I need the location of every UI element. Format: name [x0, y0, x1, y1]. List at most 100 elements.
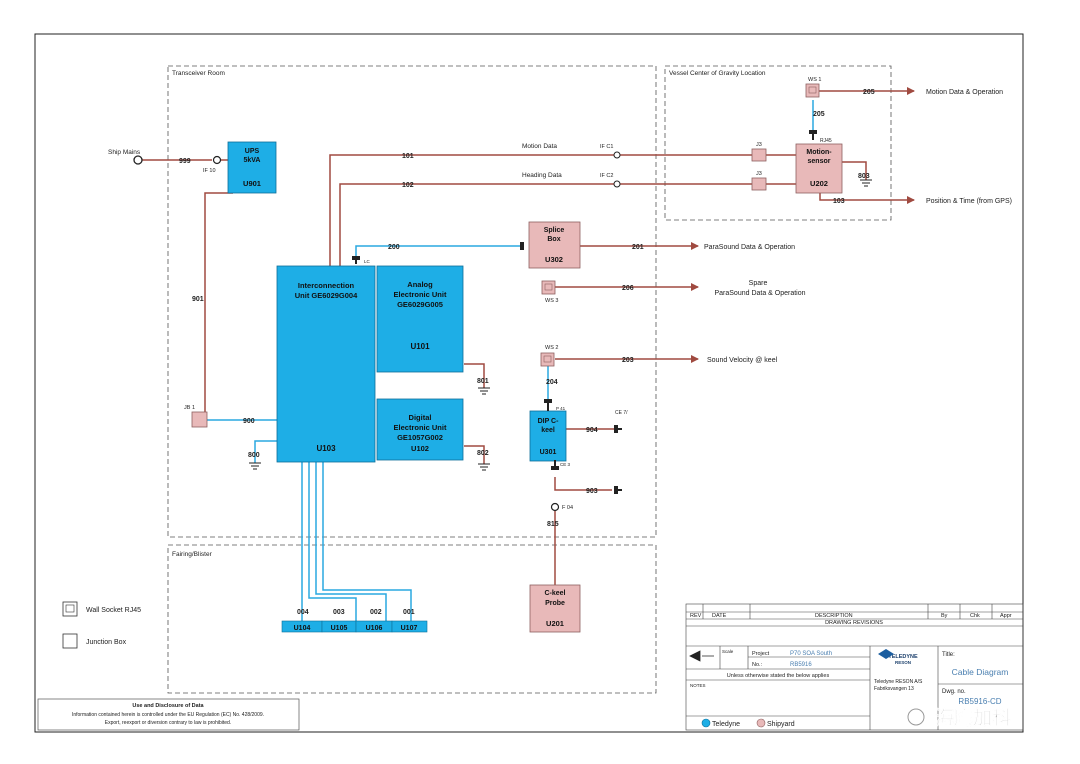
- signal-heading-data: Heading Data: [522, 172, 562, 179]
- ifc1-connector: [613, 151, 621, 159]
- svg-text:Analog: Analog: [407, 280, 433, 289]
- svg-text:815: 815: [547, 521, 559, 528]
- svg-text:Box: Box: [547, 236, 560, 243]
- svg-text:204: 204: [546, 379, 558, 386]
- dest-motion-data: Motion Data & Operation: [926, 89, 1003, 96]
- svg-text:P70 SOA South: P70 SOA South: [790, 651, 832, 657]
- unit-splice-box: Splice Box U302: [528, 221, 581, 269]
- svg-text:DESCRIPTION: DESCRIPTION: [815, 613, 853, 619]
- junction-box-jb1: [191, 411, 208, 428]
- svg-text:No.:: No.:: [752, 662, 763, 668]
- svg-text:Fabriksvangen 13: Fabriksvangen 13: [874, 686, 914, 692]
- dest-sound-velocity: Sound Velocity @ keel: [707, 357, 778, 364]
- svg-text:Unless otherwise stated the be: Unless otherwise stated the below applie…: [727, 673, 830, 679]
- svg-text:U202: U202: [810, 179, 828, 188]
- projection-symbol-icon: [689, 650, 714, 662]
- svg-text:DATE: DATE: [712, 613, 727, 619]
- svg-text:Information contained herein i: Information contained herein is controll…: [72, 712, 264, 718]
- title-block: [685, 603, 1024, 731]
- unit-ups: UPS 5kVA U901: [227, 141, 277, 194]
- svg-text:801: 801: [477, 378, 489, 385]
- dest-position-time: Position & Time (from GPS): [926, 198, 1012, 205]
- svg-text:sensor: sensor: [808, 158, 831, 165]
- svg-text:Electronic Unit: Electronic Unit: [394, 290, 447, 299]
- svg-text:Probe: Probe: [545, 600, 565, 607]
- wall-socket-ws3: [541, 280, 556, 295]
- svg-text:Project: Project: [752, 651, 770, 657]
- svg-text:Teledyne: Teledyne: [712, 721, 740, 728]
- svg-text:DRAWING REVISIONS: DRAWING REVISIONS: [825, 620, 883, 626]
- title-block-text: REV DATE DESCRIPTION By Chk Appr DRAWING…: [690, 613, 1012, 728]
- unit-u105: U105: [331, 625, 348, 632]
- fo4-connector: [550, 502, 560, 512]
- svg-text:C-keel: C-keel: [544, 590, 565, 597]
- svg-text:200: 200: [388, 244, 400, 251]
- svg-text:U102: U102: [411, 444, 429, 453]
- svg-text:Chk: Chk: [970, 613, 980, 619]
- svg-text:海鹰加科: 海鹰加科: [935, 706, 1011, 729]
- unit-motion-sensor: Motion- sensor U202: [795, 143, 843, 194]
- legend-teledyne-dot: [701, 718, 711, 728]
- svg-text:Teledyne RESON A/S: Teledyne RESON A/S: [874, 679, 923, 685]
- p41-label: P 41: [556, 406, 566, 411]
- unit-digital: Digital Electronic Unit GE1057G002 U102: [376, 398, 464, 461]
- svg-text:U301: U301: [540, 449, 557, 456]
- wall-socket-ws1: [805, 83, 820, 98]
- unit-dip-ckeel: DIP C- keel U301: [529, 410, 567, 462]
- ce-label: CE 7/: [615, 410, 628, 416]
- svg-text:RB5916-CD: RB5916-CD: [958, 697, 1001, 706]
- svg-text:004: 004: [297, 609, 309, 616]
- svg-text:U103: U103: [316, 444, 336, 453]
- if10-connector: [212, 155, 222, 165]
- legend-shipyard-dot: [756, 718, 766, 728]
- if10-label: IF 10: [203, 168, 216, 174]
- teledyne-logo-icon: [878, 649, 894, 659]
- svg-text:TELEDYNE: TELEDYNE: [888, 654, 918, 660]
- svg-text:U201: U201: [546, 619, 564, 628]
- cables-blue: [207, 100, 814, 621]
- svg-text:Scale: Scale: [722, 649, 734, 654]
- ship-mains-terminal: [133, 155, 143, 165]
- junction-box-j3-b: [751, 177, 767, 191]
- unit-u106: U106: [366, 625, 383, 632]
- dest-parasound: ParaSound Data & Operation: [704, 244, 795, 251]
- j3a-label: J3: [756, 142, 762, 148]
- svg-text:003: 003: [333, 609, 345, 616]
- ship-mains-label: Ship Mains: [108, 149, 141, 156]
- svg-text:Junction Box: Junction Box: [86, 639, 127, 646]
- fo4-label: F 04: [562, 505, 573, 511]
- svg-text:001: 001: [403, 609, 415, 616]
- unit-interconnection: Interconnection Unit GE6029G004 U103: [276, 265, 376, 463]
- svg-text:Appr: Appr: [1000, 613, 1012, 619]
- signal-motion-data: Motion Data: [522, 143, 557, 150]
- svg-text:U101: U101: [410, 342, 430, 351]
- svg-text:Shipyard: Shipyard: [767, 721, 795, 728]
- rj45-label: RJ45: [820, 138, 832, 144]
- svg-text:REV: REV: [690, 613, 702, 619]
- area-label-fairing: Fairing/Blister: [172, 551, 213, 558]
- unit-u107: U107: [401, 625, 418, 632]
- svg-text:201: 201: [632, 244, 644, 251]
- svg-text:Motion-: Motion-: [806, 149, 832, 156]
- svg-text:Export, reexport or diversion: Export, reexport or diversion contrary t…: [105, 720, 231, 726]
- svg-text:802: 802: [477, 450, 489, 457]
- area-vessel-cog: [664, 65, 892, 221]
- svg-text:RESON: RESON: [895, 660, 911, 665]
- unit-ckeel-probe: C-keel Probe U201: [529, 584, 581, 633]
- svg-text:Use and Disclosure of Data: Use and Disclosure of Data: [132, 703, 204, 709]
- ifc1-label: IF C1: [600, 144, 613, 150]
- svg-text:U901: U901: [243, 179, 261, 188]
- svg-text:Interconnection: Interconnection: [298, 281, 355, 290]
- area-label-transceiver: Transceiver Room: [172, 70, 225, 77]
- svg-text:900: 900: [243, 418, 255, 425]
- ifc2-label: IF C2: [600, 173, 613, 179]
- ws2-label: WS 2: [545, 345, 558, 351]
- ground-symbols: [249, 179, 872, 471]
- drawing-frame: [34, 33, 1024, 733]
- area-transceiver-room: [167, 65, 657, 538]
- disclaimer-box: Use and Disclosure of Data Information c…: [37, 698, 300, 731]
- svg-text:205: 205: [813, 111, 825, 118]
- svg-text:002: 002: [370, 609, 382, 616]
- svg-text:205: 205: [863, 89, 875, 96]
